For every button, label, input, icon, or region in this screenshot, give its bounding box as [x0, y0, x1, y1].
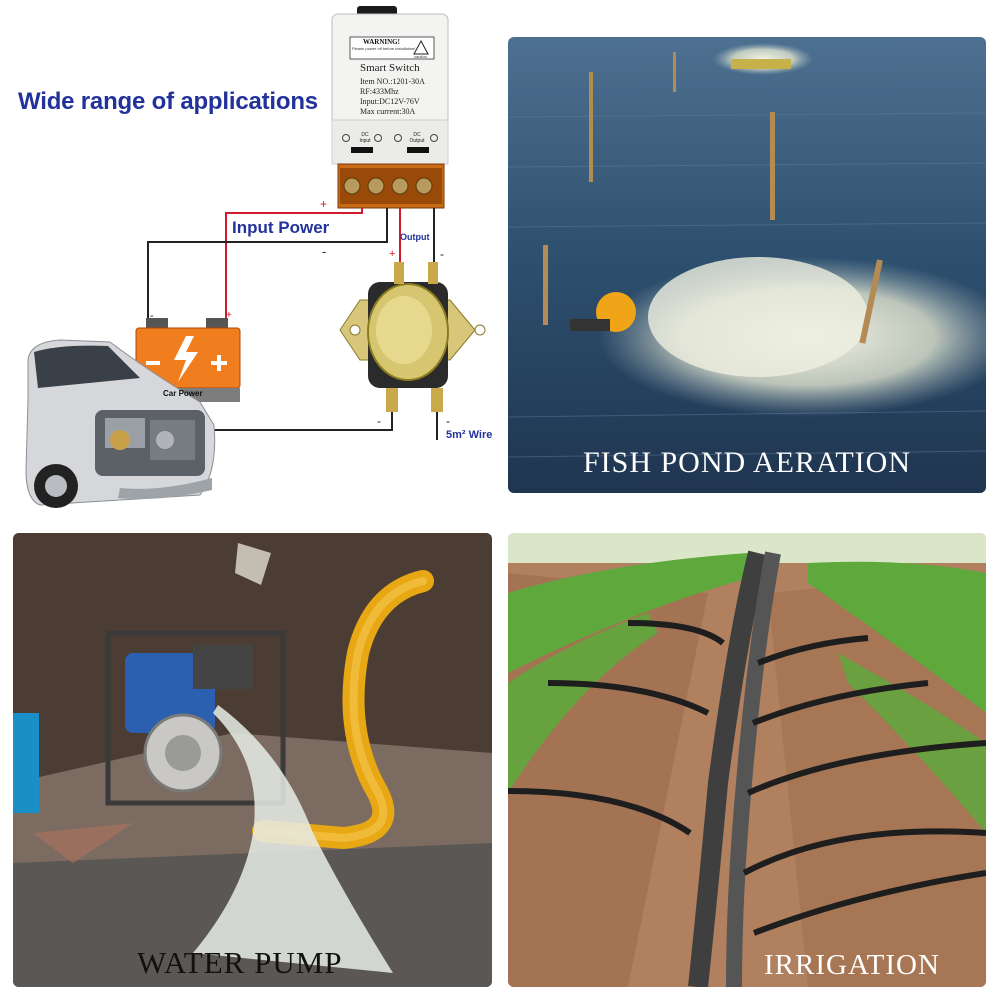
output-label: Output	[400, 232, 430, 242]
relay-minus-sign: -	[377, 414, 381, 428]
warning-title: WARNING!	[363, 38, 400, 46]
caution-label: caution	[414, 54, 427, 59]
water-pump-photo	[13, 533, 492, 987]
fish-pond-panel: FISH POND AERATION	[508, 37, 986, 493]
irrigation-photo	[508, 533, 986, 987]
solenoid-relay	[339, 262, 486, 412]
input-plus-sign: +	[320, 197, 328, 211]
dc-input-label: DC Input	[359, 132, 371, 144]
rf-spec: RF:433Mhz	[360, 87, 399, 96]
car-illustration	[25, 339, 216, 508]
headline: Wide range of applications	[18, 88, 318, 115]
irrigation-panel: IRRIGATION	[508, 533, 986, 987]
battery-label: Car Power	[163, 389, 203, 398]
fish-pond-photo	[508, 37, 986, 493]
water-pump-panel: WATER PUMP	[13, 533, 492, 987]
smart-switch-device	[331, 6, 449, 209]
wire-size-label: 5m² Wire	[446, 429, 493, 441]
water-pump-caption: WATER PUMP	[137, 945, 343, 980]
fish-pond-caption: FISH POND AERATION	[582, 446, 912, 479]
input-spec: Input:DC12V-76V	[360, 97, 420, 106]
input-minus-sign: -	[322, 244, 327, 259]
battery-minus-sign: -	[150, 310, 154, 322]
input-power-label: Input Power	[232, 218, 330, 237]
output-plus-sign: +	[389, 248, 396, 260]
item-number: Item NO.:1201-30A	[360, 77, 425, 86]
product-name: Smart Switch	[360, 62, 420, 74]
max-current-spec: Max current:30A	[360, 107, 416, 116]
dc-output-label: DC Output	[409, 132, 425, 144]
wiring-diagram	[25, 6, 486, 508]
irrigation-caption: IRRIGATION	[764, 949, 940, 981]
battery-plus-sign: +	[226, 310, 232, 321]
warning-text: Please power off before installation!	[352, 46, 416, 51]
output-minus-sign: -	[440, 247, 444, 261]
wire-minus-sign: -	[446, 414, 450, 428]
